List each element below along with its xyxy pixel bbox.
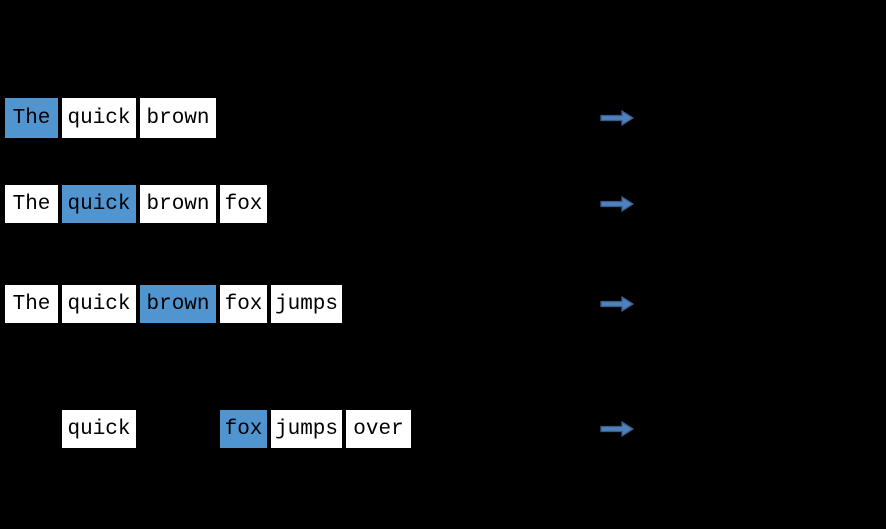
word-box-fox: fox	[219, 284, 268, 324]
word-box-brown: brown	[139, 97, 217, 139]
word-box-the: The	[4, 284, 59, 324]
window-row-3: The quick brown fox jumps	[0, 284, 886, 324]
word-box-brown: brown	[139, 284, 217, 324]
right-arrow-icon	[600, 295, 634, 313]
word-box-over: over	[345, 409, 412, 449]
right-arrow-icon	[600, 420, 634, 438]
right-arrow-icon	[600, 195, 634, 213]
word-box-quick: quick	[61, 97, 137, 139]
word-box-brown: brown	[139, 184, 217, 224]
word-box-the: The	[4, 184, 59, 224]
word-box-the: The	[4, 97, 59, 139]
word-box-fox: fox	[219, 184, 268, 224]
word-box-quick: quick	[61, 409, 137, 449]
word-box-jumps: jumps	[270, 284, 343, 324]
word-box-quick: quick	[61, 184, 137, 224]
window-row-4: quick fox jumps over	[0, 409, 886, 449]
word-box-jumps: jumps	[270, 409, 343, 449]
right-arrow-icon	[600, 109, 634, 127]
window-row-2: The quick brown fox	[0, 184, 886, 224]
word-box-fox: fox	[219, 409, 268, 449]
window-row-1: The quick brown	[0, 97, 886, 139]
word-box-quick: quick	[61, 284, 137, 324]
